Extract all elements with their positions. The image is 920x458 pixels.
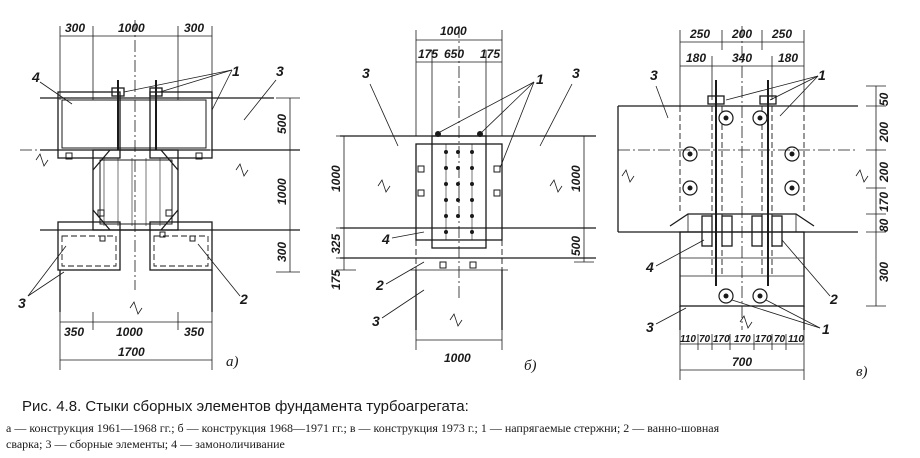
callout-c-3: 3 [650,67,658,83]
foundation-joints-drawing: 300 1000 300 [18,20,891,380]
callout-b-3c: 3 [372,313,380,329]
panel-a: 300 1000 300 [18,20,300,370]
dim-c-bottom-4: 170 [734,334,751,345]
dim-b-left-1: 1000 [329,165,343,192]
dim-a-top-1: 300 [65,21,85,35]
dim-a-right-2: 1000 [275,178,289,205]
dim-c-bottom-3: 170 [713,334,730,345]
dim-c-right-6: 300 [877,262,891,282]
callout-a-3: 3 [276,63,284,79]
dim-c-row2-3: 180 [778,51,798,65]
callout-c-1: 1 [818,67,826,83]
bolt-c-2 [752,110,768,126]
dim-a-top-3: 300 [184,21,204,35]
bolt-c-8 [752,288,768,304]
dim-b-right-1: 1000 [569,165,583,192]
dim-c-bottom-2: 70 [699,334,711,345]
bolt-c-4 [784,146,800,162]
dim-a-total: 1700 [118,345,145,359]
dim-b-bottom: 1000 [444,351,471,365]
bolt-c-1 [718,110,734,126]
callout-a-2: 2 [239,291,248,307]
panel-c: 250 200 250 180 340 180 [617,26,891,380]
dim-b-left-2: 325 [329,234,343,254]
callout-a-4: 4 [31,69,40,85]
callout-c-1b: 1 [822,321,830,337]
dim-c-right-4: 170 [877,192,891,212]
callout-c-3b: 3 [646,319,654,335]
panel-label-a: а) [226,354,239,370]
dim-a-top-2: 1000 [118,21,145,35]
callout-a-1: 1 [232,63,240,79]
dim-c-top-3: 250 [771,27,792,41]
dim-c-total: 700 [732,355,752,369]
dim-c-bottom-5: 170 [755,334,772,345]
dim-c-top-1: 250 [689,27,710,41]
dim-c-right-5: 80 [877,218,891,232]
dim-c-bottom-6: 70 [774,334,786,345]
dim-c-right-2: 200 [877,122,891,143]
dim-b-right-2: 500 [569,236,583,256]
callout-b-4: 4 [381,231,390,247]
caption-notes-line-2: сварка; 3 — сборные элементы; 4 — замоно… [6,437,285,451]
bolt-c-6 [784,180,800,196]
callout-c-4: 4 [645,259,654,275]
bolt-c-3 [682,146,698,162]
panel-label-c: в) [856,364,868,380]
callout-b-3: 3 [362,65,370,81]
callout-c-2: 2 [829,291,838,307]
caption-notes-line-1: а — конструкция 1961—1968 гг.; б — конст… [6,421,720,435]
figure-caption-notes: а — конструкция 1961—1968 гг.; б — конст… [6,420,911,452]
dim-a-right-1: 500 [275,114,289,134]
dim-c-bottom-7: 110 [788,334,804,345]
dim-a-bottom-2: 1000 [116,325,143,339]
bolt-c-7 [718,288,734,304]
dim-c-right-1: 50 [877,92,891,106]
panel-b: 1000 175 650 175 [329,24,596,374]
dim-b-top-2: 650 [444,47,464,61]
bolt-c-5 [682,180,698,196]
callout-b-2: 2 [375,277,384,293]
dim-b-top-1: 175 [418,47,438,61]
callout-b-1: 1 [536,71,544,87]
dim-b-top-3: 175 [480,47,500,61]
callout-a-3b: 3 [18,295,26,311]
dim-a-right-3: 300 [275,242,289,262]
dim-a-bottom-3: 350 [184,325,204,339]
dim-a-bottom-1: 350 [64,325,84,339]
dim-c-row2-1: 180 [686,51,706,65]
panel-label-b: б) [524,358,537,374]
figure-caption: Рис. 4.8. Стыки сборных элементов фундам… [22,398,469,415]
dim-c-bottom-1: 110 [680,334,696,345]
callout-b-3b: 3 [572,65,580,81]
dim-b-left-3: 175 [329,270,343,290]
dim-c-right-3: 200 [877,162,891,183]
dim-b-top-total: 1000 [440,24,467,38]
